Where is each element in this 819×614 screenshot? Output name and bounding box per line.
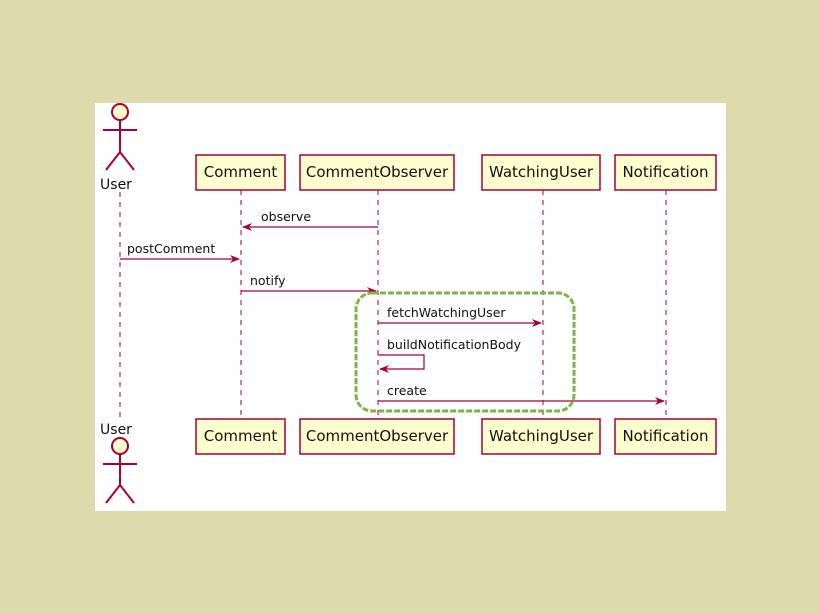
message-buildNotificationBody: buildNotificationBody [378,337,522,373]
message-postComment: postComment [120,241,240,263]
actor-label-top: User [100,177,132,193]
participant-label: WatchingUser [489,427,594,445]
participant-notification-top: Notification [614,154,717,191]
message-label: postComment [127,241,215,256]
message-label: buildNotificationBody [387,337,522,352]
message-label: fetchWatchingUser [387,305,506,320]
message-label: create [387,383,427,398]
participant-watching-bottom: WatchingUser [481,418,601,455]
participant-label: Comment [204,427,278,445]
participant-label: Notification [622,427,708,445]
participant-label: CommentObserver [306,427,449,445]
stick-figure-icon [103,103,137,171]
stick-figure-icon [103,437,137,504]
participant-label: WatchingUser [489,163,594,181]
participant-label: Notification [622,163,708,181]
participant-notification-bottom: Notification [614,418,717,455]
user-actor-top: User [100,103,137,193]
participant-watching-top: WatchingUser [481,154,601,191]
message-fetchWatchingUser: fetchWatchingUser [378,305,542,327]
participant-label: Comment [204,163,278,181]
message-observe: observe [242,209,378,231]
participant-label: CommentObserver [306,163,449,181]
participant-observer-bottom: CommentObserver [299,418,455,455]
message-create: create [378,383,665,405]
message-notify: notify [241,273,377,295]
participant-comment-top: Comment [195,154,286,191]
highlight-box [354,291,576,413]
participant-comment-bottom: Comment [195,418,286,455]
participant-observer-top: CommentObserver [299,154,455,191]
user-actor-bottom: User [100,422,137,504]
message-label: observe [261,209,311,224]
actor-label-bottom: User [100,422,132,438]
message-label: notify [250,273,286,288]
